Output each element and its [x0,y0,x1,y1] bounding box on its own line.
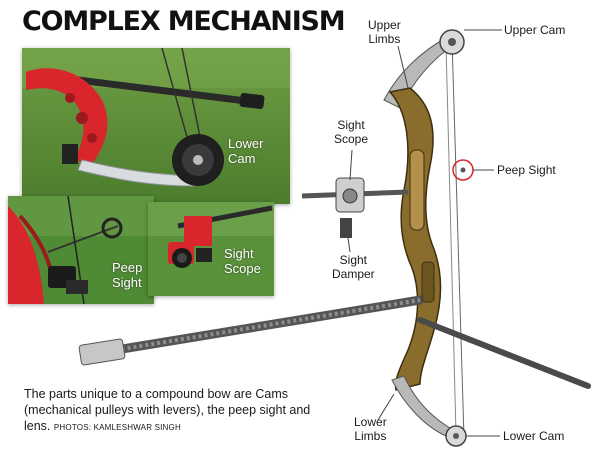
arrow-tip [78,338,126,366]
sight-scope-photo-label-line1: Sight [224,246,254,261]
lower-cam-photo-label-line2: Cam [228,151,256,166]
label-peep-sight: Peep Sight [497,163,556,177]
photo-peep-sight: Peep Sight [8,196,154,304]
peep-sight-photo-label-line1: Peep [112,260,143,275]
lower-limbs [391,375,451,437]
page-title: COMPLEX MECHANISM [22,6,346,37]
riser-cutout [409,149,425,231]
label-sight-damper-line1: Sight [339,253,368,267]
photo-credit: PHOTOS: KAMLESHWAR SINGH [53,423,181,432]
bow-string-main [451,39,465,439]
photo-lower-cam: Lower Cam [22,48,290,204]
lower-cam-photo-label-line1: Lower [228,136,264,151]
sight-scope-photo-image [148,202,274,296]
leader-lower-limbs [377,393,395,421]
label-sight-scope-line1: Sight [337,118,365,132]
label-sight-damper-line2: Damper [332,267,375,281]
bow-grip [421,261,435,303]
label-upper-limbs-line1: Upper [368,18,401,32]
peep-sight-photo-image [8,196,154,304]
label-lower-limbs-line2: Limbs [354,429,387,443]
peep-sight-photo-label: Peep Sight [112,260,142,290]
bow-riser [388,87,442,391]
lower-cam-photo-image [22,48,290,204]
label-lower-cam: Lower Cam [503,429,565,443]
sight-scope-photo-label-line2: Scope [224,261,261,276]
caption-text: The parts unique to a compound bow are C… [24,387,311,433]
label-upper-limbs-line2: Limbs [368,32,401,46]
label-lower-limbs: Lower Limbs [354,415,387,443]
label-sight-scope: Sight Scope [334,118,368,146]
label-upper-limbs: Upper Limbs [368,18,401,46]
sight-damper [340,218,352,238]
leader-upper-limbs [397,45,409,89]
label-sight-damper: Sight Damper [332,253,375,281]
stabilizer-rod [417,317,591,389]
peep-sight-photo-label-line2: Sight [112,275,142,290]
label-sight-scope-line2: Scope [334,132,369,146]
label-upper-cam: Upper Cam [504,23,566,37]
sight-scope-photo-label: Sight Scope [224,246,261,276]
bow-string-secondary [445,43,457,435]
leader-sight-scope [349,149,353,181]
leader-sight-damper [347,237,351,253]
lower-cam-photo-label: Lower Cam [228,136,263,166]
photo-sight-scope: Sight Scope [148,202,274,296]
label-lower-limbs-line1: Lower [354,415,387,429]
caption: The parts unique to a compound bow are C… [24,386,324,436]
